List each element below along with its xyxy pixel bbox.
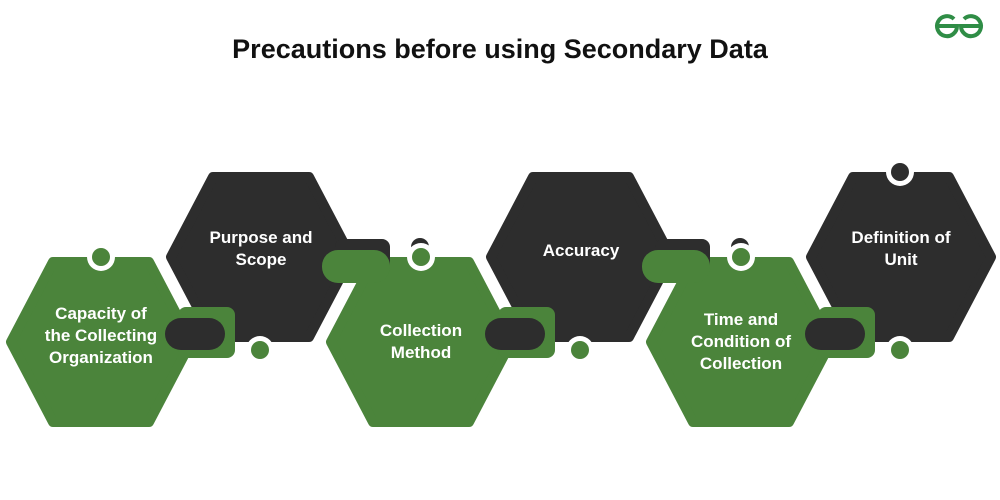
step-label-1: Capacity of the Collecting Organization xyxy=(44,304,158,367)
page-title: Precautions before using Secondary Data xyxy=(232,34,768,64)
connector-pill xyxy=(165,318,225,350)
knob-dot xyxy=(571,341,589,359)
connector-pill xyxy=(642,250,710,283)
step-label-2: Purpose and Scope xyxy=(209,228,313,269)
connector-pill xyxy=(322,250,390,283)
knob-dot xyxy=(891,341,909,359)
step-label-5: Time and Condition of Collection xyxy=(690,310,792,373)
knob-dot xyxy=(732,248,750,266)
knob-dot xyxy=(891,163,909,181)
knob-dot xyxy=(412,248,430,266)
logo-icon xyxy=(935,14,983,39)
step-label-3: Collection Method xyxy=(379,321,463,362)
connector-pill xyxy=(805,318,865,350)
step-label-6: Definition of Unit xyxy=(851,228,951,269)
step-label-4: Accuracy xyxy=(542,241,620,260)
knob-dot xyxy=(251,341,269,359)
connector-pill xyxy=(485,318,545,350)
knob-dot xyxy=(92,248,110,266)
